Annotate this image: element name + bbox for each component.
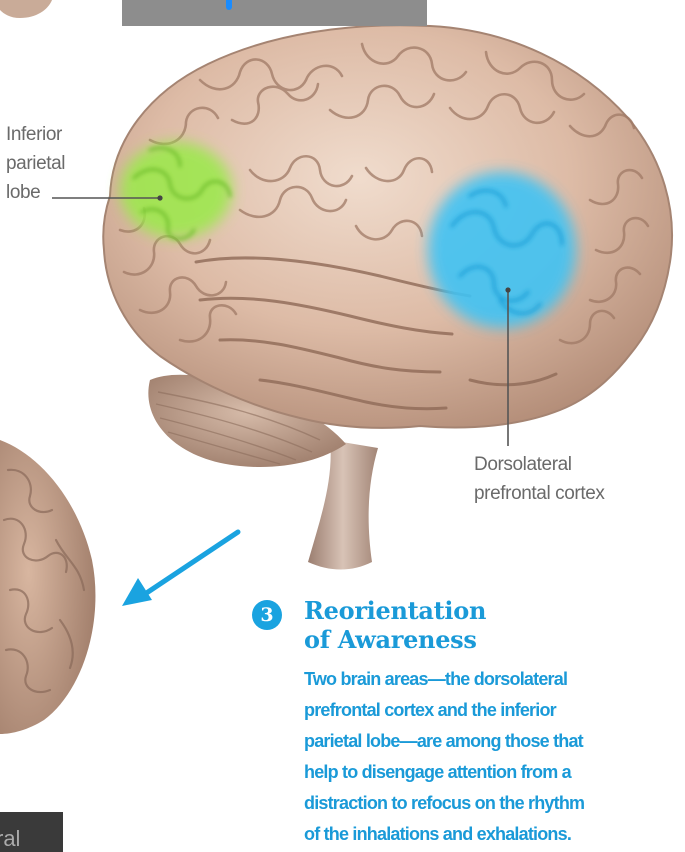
cropped-brain-fragment-top xyxy=(0,0,52,18)
callout-body-line: parietal lobe—are among those that xyxy=(304,731,584,751)
label-line: Dorsolateral xyxy=(474,454,572,475)
callout-body-line: prefrontal cortex and the inferior xyxy=(304,700,557,720)
leader-dot-dpc xyxy=(505,287,511,293)
callout-title-line: of Awareness xyxy=(304,625,477,654)
bottom-tab[interactable]: ral xyxy=(0,812,63,852)
cerebellum xyxy=(148,374,346,468)
callout-body-line: Two brain areas—the dorsolateral xyxy=(304,669,568,689)
step-number-badge: 3 xyxy=(252,600,282,630)
label-line: prefrontal cortex xyxy=(474,483,605,504)
label-inferior-parietal-lobe: Inferior parietal lobe xyxy=(6,120,76,207)
callout-body-line: distraction to refocus on the rhythm xyxy=(304,793,585,813)
callout-title-line: Reorientation xyxy=(304,596,487,625)
callout-body-line: of the inhalations and exhalations. xyxy=(304,824,572,844)
leader-lines xyxy=(52,195,511,446)
callout-title: Reorientation of Awareness xyxy=(304,596,644,654)
label-line: parietal xyxy=(6,153,66,174)
label-dorsolateral-prefrontal-cortex: Dorsolateral prefrontal cortex xyxy=(474,450,664,508)
cerebrum xyxy=(102,24,674,429)
top-bar-marker xyxy=(226,0,232,10)
inferior-parietal-lobe-highlight xyxy=(120,142,232,241)
top-bar xyxy=(122,0,427,26)
callout-body-line: help to disengage attention from a xyxy=(304,762,572,782)
callout-body: Two brain areas—the dorsolateral prefron… xyxy=(304,664,654,850)
arrow-icon xyxy=(122,529,241,606)
label-line: lobe xyxy=(6,182,41,203)
cropped-brain-left xyxy=(0,440,96,734)
brain-stem xyxy=(308,440,378,570)
bottom-tab-label: ral xyxy=(0,826,21,851)
leader-dot-ipl xyxy=(157,195,163,201)
dorsolateral-prefrontal-cortex-highlight xyxy=(428,172,576,328)
label-line: Inferior xyxy=(6,124,62,145)
